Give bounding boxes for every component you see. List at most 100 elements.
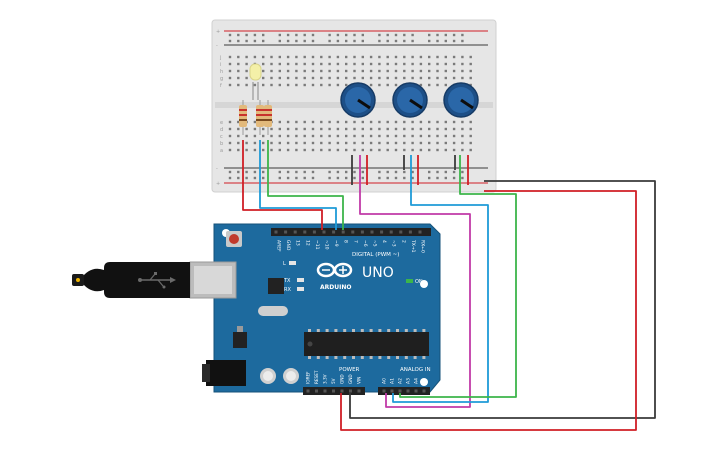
tie-point-hole[interactable] bbox=[253, 83, 257, 87]
tie-point-hole[interactable] bbox=[461, 141, 464, 145]
tie-point-hole[interactable] bbox=[419, 76, 423, 80]
analog-pin-socket[interactable] bbox=[422, 389, 426, 393]
tie-point-hole[interactable] bbox=[262, 55, 265, 59]
rail-hole[interactable] bbox=[345, 39, 348, 43]
tie-point-hole[interactable] bbox=[303, 69, 306, 73]
tie-point-hole[interactable] bbox=[378, 148, 381, 152]
tie-point-hole[interactable] bbox=[320, 134, 323, 138]
tie-point-hole[interactable] bbox=[237, 69, 240, 73]
rail-hole[interactable] bbox=[237, 33, 240, 37]
rail-hole[interactable] bbox=[461, 176, 464, 180]
tie-point-hole[interactable] bbox=[237, 127, 240, 131]
rail-hole[interactable] bbox=[361, 176, 364, 180]
tie-point-hole[interactable] bbox=[428, 141, 431, 145]
digital-pin-socket[interactable] bbox=[389, 230, 393, 234]
tie-point-hole[interactable] bbox=[469, 62, 472, 66]
tie-point-hole[interactable] bbox=[295, 62, 298, 66]
tie-point-hole[interactable] bbox=[444, 120, 447, 124]
rail-hole[interactable] bbox=[345, 33, 348, 37]
tie-point-hole[interactable] bbox=[452, 127, 456, 131]
rail-hole[interactable] bbox=[394, 39, 398, 43]
digital-pin-socket[interactable] bbox=[284, 230, 288, 234]
tie-point-hole[interactable] bbox=[394, 83, 398, 87]
rail-hole[interactable] bbox=[245, 39, 248, 43]
tie-point-hole[interactable] bbox=[411, 141, 414, 145]
tie-point-hole[interactable] bbox=[444, 69, 447, 73]
tie-point-hole[interactable] bbox=[461, 148, 464, 152]
tie-point-hole[interactable] bbox=[311, 76, 315, 80]
tie-point-hole[interactable] bbox=[361, 127, 364, 131]
tie-point-hole[interactable] bbox=[336, 55, 340, 59]
tie-point-hole[interactable] bbox=[369, 69, 373, 73]
tie-point-hole[interactable] bbox=[428, 127, 431, 131]
rail-hole[interactable] bbox=[353, 39, 356, 43]
rail-hole[interactable] bbox=[311, 170, 315, 174]
tie-point-hole[interactable] bbox=[469, 134, 472, 138]
tie-point-hole[interactable] bbox=[270, 134, 273, 138]
resistor-2[interactable] bbox=[256, 100, 264, 135]
tie-point-hole[interactable] bbox=[452, 69, 456, 73]
digital-pin-socket[interactable] bbox=[351, 230, 355, 234]
rail-hole[interactable] bbox=[444, 39, 447, 43]
tie-point-hole[interactable] bbox=[286, 148, 290, 152]
rail-hole[interactable] bbox=[278, 39, 281, 43]
tie-point-hole[interactable] bbox=[369, 127, 373, 131]
tie-point-hole[interactable] bbox=[295, 141, 298, 145]
tie-point-hole[interactable] bbox=[311, 120, 315, 124]
tie-point-hole[interactable] bbox=[295, 127, 298, 131]
rail-hole[interactable] bbox=[403, 39, 406, 43]
tie-point-hole[interactable] bbox=[345, 127, 348, 131]
rail-hole[interactable] bbox=[228, 39, 232, 43]
tie-point-hole[interactable] bbox=[411, 55, 414, 59]
rail-hole[interactable] bbox=[286, 176, 290, 180]
tie-point-hole[interactable] bbox=[336, 141, 340, 145]
tie-point-hole[interactable] bbox=[237, 76, 240, 80]
tie-point-hole[interactable] bbox=[278, 127, 281, 131]
tie-point-hole[interactable] bbox=[278, 62, 281, 66]
rail-hole[interactable] bbox=[262, 33, 265, 37]
tie-point-hole[interactable] bbox=[303, 62, 306, 66]
tie-point-hole[interactable] bbox=[419, 62, 423, 66]
tie-point-hole[interactable] bbox=[411, 120, 414, 124]
rail-hole[interactable] bbox=[428, 170, 431, 174]
rail-hole[interactable] bbox=[295, 39, 298, 43]
tie-point-hole[interactable] bbox=[262, 134, 265, 138]
tie-point-hole[interactable] bbox=[452, 120, 456, 124]
tie-point-hole[interactable] bbox=[436, 69, 439, 73]
tie-point-hole[interactable] bbox=[345, 69, 348, 73]
tie-point-hole[interactable] bbox=[419, 141, 423, 145]
tie-point-hole[interactable] bbox=[378, 127, 381, 131]
tie-point-hole[interactable] bbox=[328, 83, 331, 87]
dc-power-jack[interactable] bbox=[202, 360, 246, 386]
tie-point-hole[interactable] bbox=[378, 141, 381, 145]
tie-point-hole[interactable] bbox=[262, 83, 265, 87]
tie-point-hole[interactable] bbox=[452, 76, 456, 80]
tie-point-hole[interactable] bbox=[295, 76, 298, 80]
tie-point-hole[interactable] bbox=[353, 134, 356, 138]
tie-point-hole[interactable] bbox=[345, 148, 348, 152]
tie-point-hole[interactable] bbox=[386, 83, 389, 87]
tie-point-hole[interactable] bbox=[403, 134, 406, 138]
tie-point-hole[interactable] bbox=[237, 83, 240, 87]
rail-hole[interactable] bbox=[328, 170, 331, 174]
tie-point-hole[interactable] bbox=[411, 134, 414, 138]
rail-hole[interactable] bbox=[295, 176, 298, 180]
tie-point-hole[interactable] bbox=[311, 148, 315, 152]
tie-point-hole[interactable] bbox=[428, 134, 431, 138]
tie-point-hole[interactable] bbox=[237, 120, 240, 124]
rail-hole[interactable] bbox=[278, 33, 281, 37]
tie-point-hole[interactable] bbox=[436, 83, 439, 87]
led[interactable] bbox=[249, 63, 262, 100]
power-pin-socket[interactable] bbox=[315, 389, 318, 393]
tie-point-hole[interactable] bbox=[444, 55, 447, 59]
rail-hole[interactable] bbox=[461, 170, 464, 174]
tie-point-hole[interactable] bbox=[436, 148, 439, 152]
tie-point-hole[interactable] bbox=[320, 62, 323, 66]
rail-hole[interactable] bbox=[378, 176, 381, 180]
tie-point-hole[interactable] bbox=[386, 69, 389, 73]
tie-point-hole[interactable] bbox=[237, 55, 240, 59]
rail-hole[interactable] bbox=[303, 176, 306, 180]
tie-point-hole[interactable] bbox=[245, 134, 248, 138]
rail-hole[interactable] bbox=[452, 170, 456, 174]
tie-point-hole[interactable] bbox=[436, 62, 439, 66]
